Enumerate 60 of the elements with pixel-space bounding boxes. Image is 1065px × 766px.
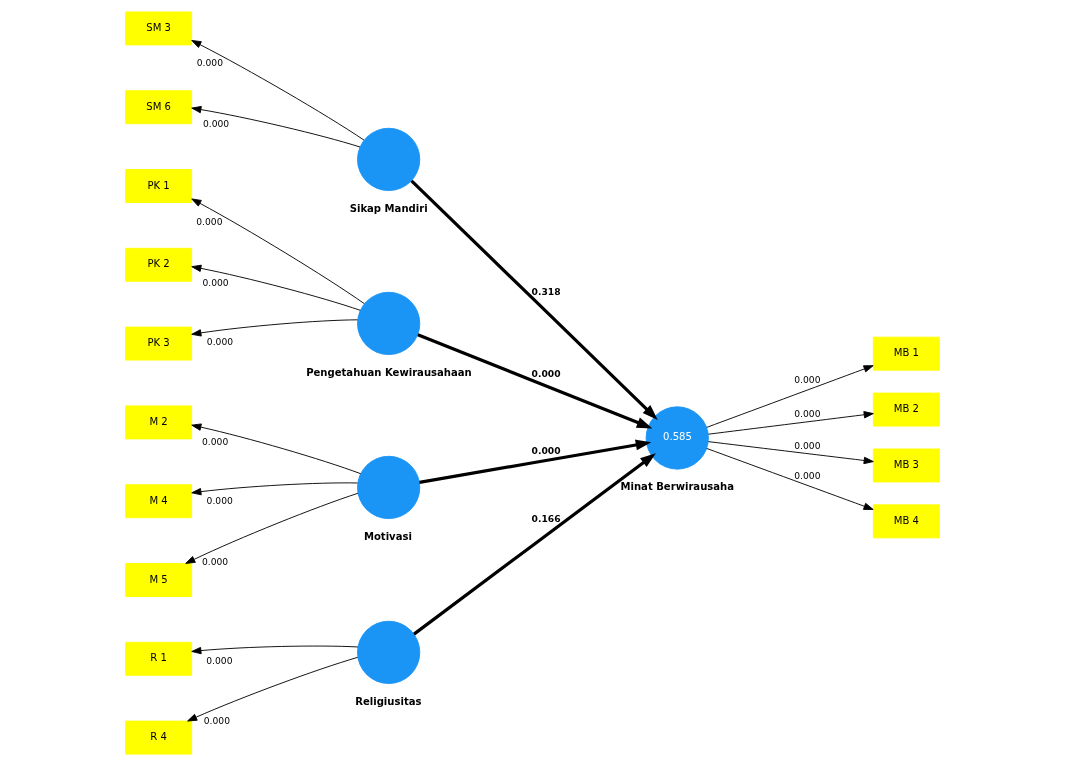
node-box: MB 3 bbox=[872, 448, 940, 483]
node-box: PK 3 bbox=[125, 326, 193, 361]
edge-label: 0.000 bbox=[196, 56, 224, 68]
arrow bbox=[191, 645, 359, 655]
node-box: M 4 bbox=[125, 484, 193, 519]
arrow bbox=[187, 656, 359, 722]
arrow bbox=[417, 333, 653, 429]
node-box: M 2 bbox=[125, 405, 193, 440]
edge-label: 0.000 bbox=[794, 439, 821, 451]
arrow bbox=[191, 423, 362, 475]
node-box: R 4 bbox=[125, 720, 193, 755]
arrow bbox=[706, 365, 874, 428]
arrow bbox=[185, 492, 359, 564]
arrow bbox=[707, 411, 874, 435]
edge-label: 0.000 bbox=[202, 117, 230, 129]
node-box: R 1 bbox=[125, 641, 193, 676]
node-box: SM 6 bbox=[125, 90, 193, 125]
arrow bbox=[191, 40, 365, 141]
node-box: PK 2 bbox=[125, 247, 193, 282]
node-label: Minat Berwirausaha bbox=[620, 481, 735, 493]
node-label: Religiusitas bbox=[355, 695, 422, 707]
edge-label: 0.000 bbox=[531, 367, 561, 379]
node-box: MB 2 bbox=[872, 392, 940, 427]
arrow bbox=[707, 441, 874, 465]
node-circle bbox=[357, 620, 421, 684]
arrow bbox=[413, 453, 656, 636]
node-box: SM 3 bbox=[125, 11, 193, 46]
arrow bbox=[191, 198, 365, 305]
node-circle bbox=[357, 127, 421, 192]
edge-label: 0.000 bbox=[206, 495, 233, 507]
edge-label: 0.000 bbox=[531, 445, 561, 457]
edge-label: 0.000 bbox=[206, 654, 233, 666]
arrow bbox=[191, 264, 361, 311]
edge-label: 0.000 bbox=[206, 335, 234, 347]
arrow bbox=[410, 179, 658, 420]
edge-label: 0.000 bbox=[196, 215, 223, 227]
node-circle: 0.585 bbox=[645, 406, 709, 470]
node-box: MB 1 bbox=[872, 336, 940, 371]
node-label: Pengetahuan Kewirausahaan bbox=[306, 366, 472, 378]
edge-label: 0.000 bbox=[794, 407, 821, 419]
edge-label: 0.000 bbox=[202, 277, 229, 289]
edge-label: 0.166 bbox=[531, 513, 561, 525]
arrow bbox=[191, 319, 358, 337]
edge-label: 0.000 bbox=[794, 470, 821, 482]
arrow bbox=[191, 105, 361, 148]
node-label: Sikap Mandiri bbox=[349, 202, 428, 214]
edge-label: 0.000 bbox=[201, 556, 229, 568]
node-label: Motivasi bbox=[363, 530, 412, 542]
node-box: M 5 bbox=[125, 563, 193, 597]
node-box: PK 1 bbox=[125, 169, 193, 203]
edge-label: 0.000 bbox=[794, 374, 821, 385]
edge-label: 0.000 bbox=[202, 436, 229, 448]
arrow bbox=[706, 448, 874, 510]
edge-label: 0.000 bbox=[203, 714, 230, 726]
node-box: MB 4 bbox=[872, 504, 940, 539]
arrow bbox=[191, 482, 358, 496]
node-circle bbox=[357, 455, 421, 520]
arrow bbox=[419, 439, 652, 484]
node-circle bbox=[357, 291, 421, 356]
edge-label: 0.318 bbox=[531, 286, 561, 298]
